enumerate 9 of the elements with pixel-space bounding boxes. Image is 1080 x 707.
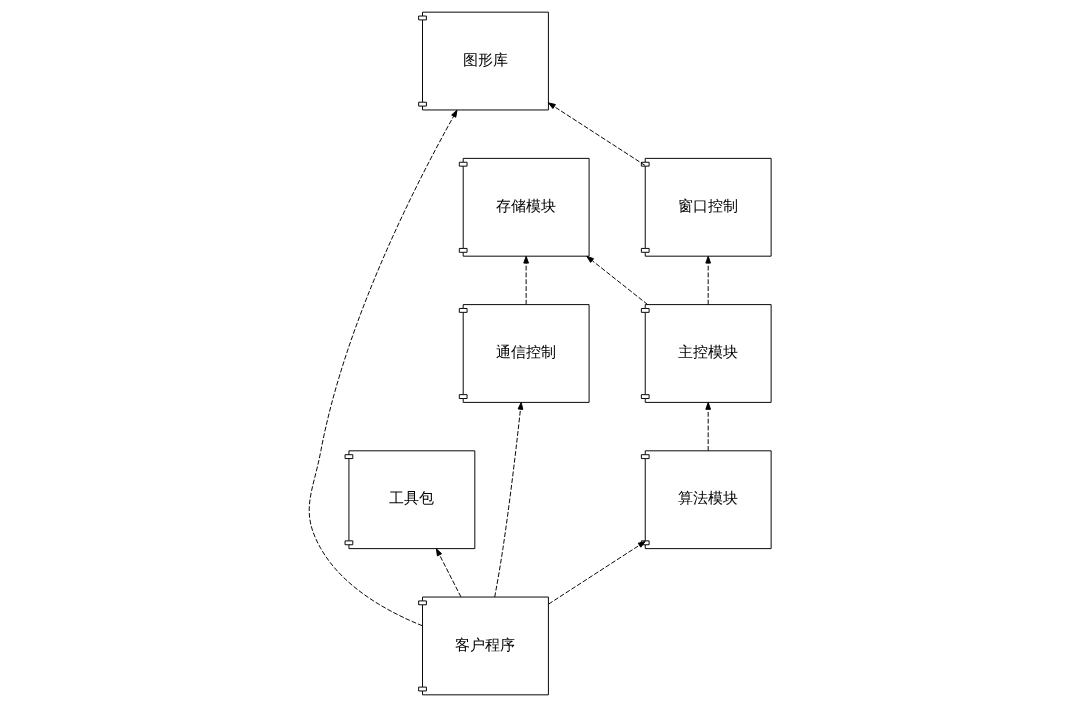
arrow [308, 109, 458, 627]
arrow [494, 401, 524, 598]
arrow [705, 402, 712, 452]
arrow [586, 255, 649, 305]
arrow [435, 548, 462, 598]
arrow [548, 541, 646, 605]
arrow [547, 102, 646, 166]
arrow [705, 255, 712, 305]
arrow [523, 255, 529, 305]
